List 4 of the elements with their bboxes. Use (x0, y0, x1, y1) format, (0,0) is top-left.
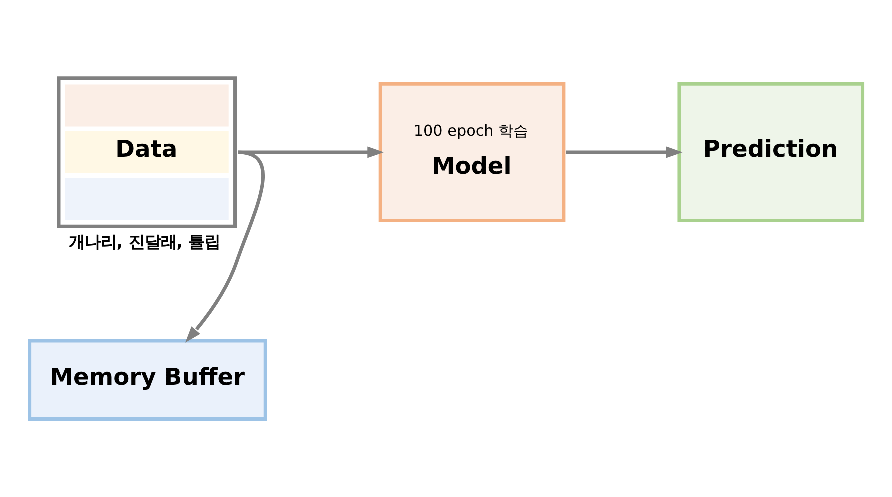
arrow (238, 146, 384, 158)
arrow (185, 150, 265, 343)
node-label: 개나리, 진달래, 튤립 (68, 232, 221, 252)
arrow (566, 146, 683, 158)
